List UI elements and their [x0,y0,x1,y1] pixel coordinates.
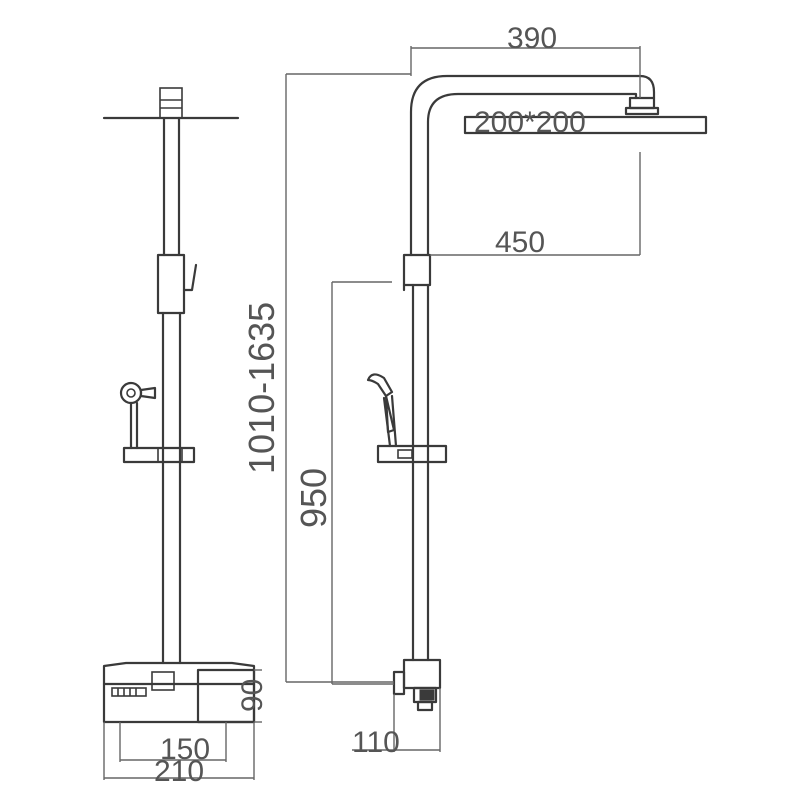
side-overhead-arm-inner [426,92,638,257]
side-mixer-inlet [392,670,406,696]
front-mixer-display [151,671,175,691]
dim-mixer-height: 90 [236,679,269,712]
side-overhead-arm-outer [409,74,656,257]
dim-height-range: 1010-1635 [241,302,282,474]
front-hand-shower [119,381,143,405]
side-hand-shower-head [366,373,394,398]
dim-mixer-width-inner: 150 [160,733,210,766]
dim-arm-height: 450 [495,226,545,259]
dim-mixer-width-outer: 210 [154,755,204,788]
side-height-clamp [402,253,432,287]
side-head-connector [628,96,656,110]
front-view: 90 150 210 [102,87,269,788]
side-shower-head [463,115,708,135]
dim-overall-reach: 390 [507,22,557,55]
dim-slide-height: 950 [293,468,334,528]
side-slider-holder [376,444,448,464]
front-mixer-body [102,682,256,724]
side-view: 390 200*200 450 1010-1635 950 110 [241,22,708,759]
side-mixer-outlet [416,700,434,712]
front-height-clamp [156,253,186,315]
side-mixer-body [402,658,442,690]
front-spout [111,687,147,697]
front-slider-holder [122,446,196,464]
dim-head-size: 200*200 [474,106,586,139]
front-clamp-lever [182,263,198,292]
dim-wall-offset: 110 [352,726,400,759]
front-head-connector [159,87,183,119]
front-mixer-top [102,661,256,686]
